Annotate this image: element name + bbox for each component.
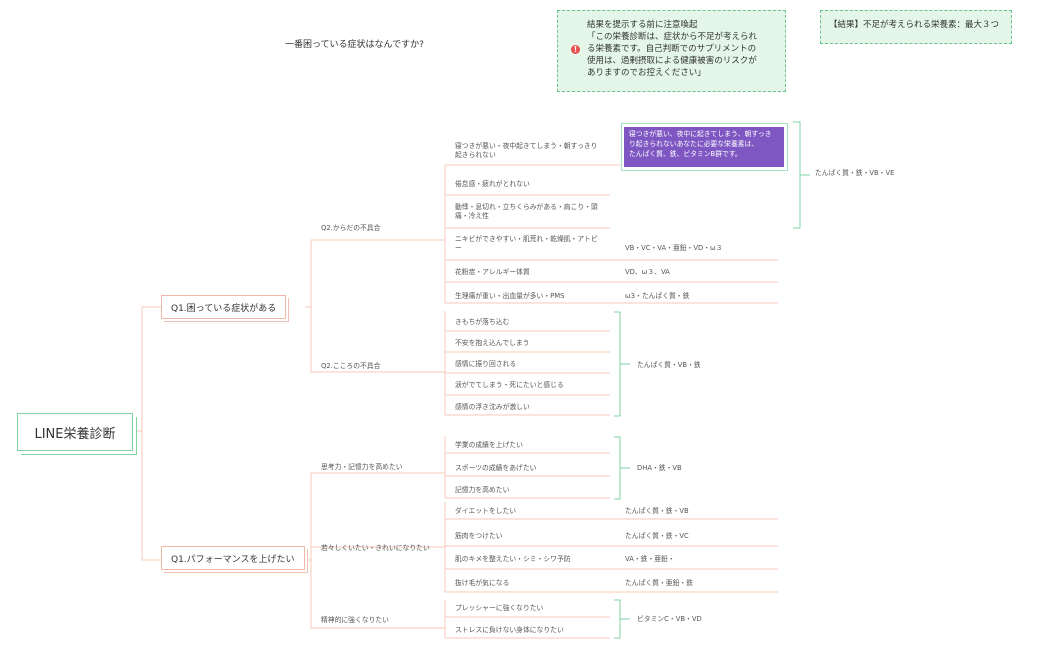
young-item[interactable]: 抜け毛が気になる (455, 579, 510, 587)
body-item-line: 生理痛が重い・出血量が多い・PMS (455, 292, 565, 300)
purple-box-line: たんぱく質、鉄、ビタミンB群です。 (629, 149, 742, 158)
young-result: たんぱく質・鉄・VC (625, 532, 689, 540)
mental-group-label: 精神的に強くなりたい (321, 616, 389, 624)
warning-icon: ! (571, 45, 580, 54)
question-label: 一番困っている症状はなんですか? (285, 40, 424, 50)
body-item-line: 起きられない (455, 151, 496, 160)
young-result: VA・鉄・亜鉛・ (625, 555, 675, 563)
allergy-result: VD、ω３、VA (625, 268, 670, 276)
purple-box-line: り起きられないあなたに必要な栄養素は、 (629, 139, 759, 148)
body-group-result: たんぱく質・鉄・VB・VE (815, 169, 895, 177)
think-result: DHA・鉄・VB (637, 464, 682, 472)
think-item[interactable]: 学業の成績を上げたい (455, 441, 523, 449)
mind-item[interactable]: 感情の浮き沈みが激しい (455, 403, 530, 411)
purple-result-box[interactable]: 寝つきが悪い、夜中に起きてしまう、朝すっき り起きられないあなたに必要な栄養素は… (624, 127, 784, 167)
think-group-label: 思考力・記憶力を高めたい (321, 463, 403, 471)
warning-text: 結果を提示する前に注意喚起 「この栄養診断は、症状から不足が考えられ る栄養素で… (587, 19, 757, 79)
warning-line-2: る栄養素です。自己判断でのサプリメントの (587, 44, 757, 54)
body-item-line: 痛・冷え性 (455, 212, 489, 221)
root-label: LINE栄養診断 (34, 426, 116, 442)
warning-note (557, 10, 786, 92)
q1-performance-label: Q1.パフォーマンスを上げたい (171, 554, 295, 565)
warning-line-1: 「この栄養診断は、症状から不足が考えられ (587, 32, 758, 42)
q1-performance-node[interactable]: Q1.パフォーマンスを上げたい (161, 546, 305, 570)
mind-item[interactable]: 涙がでてしまう・死にたいと感じる (455, 381, 564, 389)
body-item-line: 倦怠感・疲れがとれない (455, 180, 530, 188)
mental-item[interactable]: プレッシャーに強くなりたい (455, 604, 544, 612)
body-item-line: 花粉症・アレルギー体質 (455, 268, 530, 276)
warning-line-4: ありますのでお控えください」 (587, 68, 706, 78)
purple-box-frame (621, 123, 788, 171)
body-item[interactable]: 生理痛が重い・出血量が多い・PMS (455, 292, 564, 301)
body-item[interactable]: 寝つきが悪い・夜中起きてしまう・朝すっきり起きられない (455, 142, 597, 160)
body-item[interactable]: ニキビができやすい・肌荒れ・乾燥肌・アトピー (455, 235, 598, 253)
body-item[interactable]: 倦怠感・疲れがとれない (455, 180, 530, 189)
body-item-line: ー (455, 244, 462, 253)
body-item-line: 動悸・息切れ・立ちくらみがある・肩こり・頭 (455, 203, 598, 211)
warning-line-3: 使用は、過剰摂取による健康被害のリスクが (587, 56, 757, 66)
young-item[interactable]: 筋肉をつけたい (455, 532, 503, 540)
acne-result: VB・VC・VA・亜鉛・VD・ω３ (625, 244, 723, 252)
young-group-label: 若々しくいたい・きれいになりたい (321, 544, 430, 552)
young-result: たんぱく質・亜鉛・鉄 (625, 579, 693, 587)
think-item[interactable]: 記憶力を高めたい (455, 486, 510, 494)
body-item-line: 寝つきが悪い・夜中起きてしまう・朝すっきり (455, 142, 598, 150)
result-note (820, 10, 1012, 44)
young-item[interactable]: ダイエットをしたい (455, 507, 517, 515)
q1-symptom-node[interactable]: Q1.困っている症状がある (161, 295, 287, 319)
body-item[interactable]: 花粉症・アレルギー体質 (455, 268, 530, 277)
mind-group-label: Q2.こころの不具合 (321, 362, 381, 370)
q1-symptom-label: Q1.困っている症状がある (171, 303, 277, 314)
think-item[interactable]: スポーツの成績をあげたい (455, 464, 537, 472)
root-node[interactable]: LINE栄養診断 (17, 413, 133, 451)
period-result: ω3・たんぱく質・鉄 (625, 292, 690, 300)
mind-item[interactable]: 不安を抱え込んでしまう (455, 339, 530, 347)
mind-result: たんぱく質・VB・鉄 (637, 361, 701, 369)
mind-item[interactable]: 感情に振り回される (455, 360, 517, 368)
body-item[interactable]: 動悸・息切れ・立ちくらみがある・肩こり・頭痛・冷え性 (455, 203, 598, 221)
mental-item[interactable]: ストレスに負けない身体になりたい (455, 626, 564, 634)
body-group-label: Q2.からだの不具合 (321, 224, 381, 232)
young-item[interactable]: 肌のキメを整えたい・シミ・シワ予防 (455, 555, 571, 563)
result-note-text: 【結果】不足が考えられる栄養素：最大３つ (829, 20, 1000, 30)
body-item-line: ニキビができやすい・肌荒れ・乾燥肌・アトピ (455, 235, 598, 243)
young-result: たんぱく質・鉄・VB (625, 507, 689, 515)
warning-title: 結果を提示する前に注意喚起 (587, 20, 698, 30)
mental-result: ビタミンC・VB・VD (637, 615, 702, 623)
purple-box-line: 寝つきが悪い、夜中に起きてしまう、朝すっき (629, 130, 772, 138)
mind-item[interactable]: きもちが落ち込む (455, 318, 510, 326)
